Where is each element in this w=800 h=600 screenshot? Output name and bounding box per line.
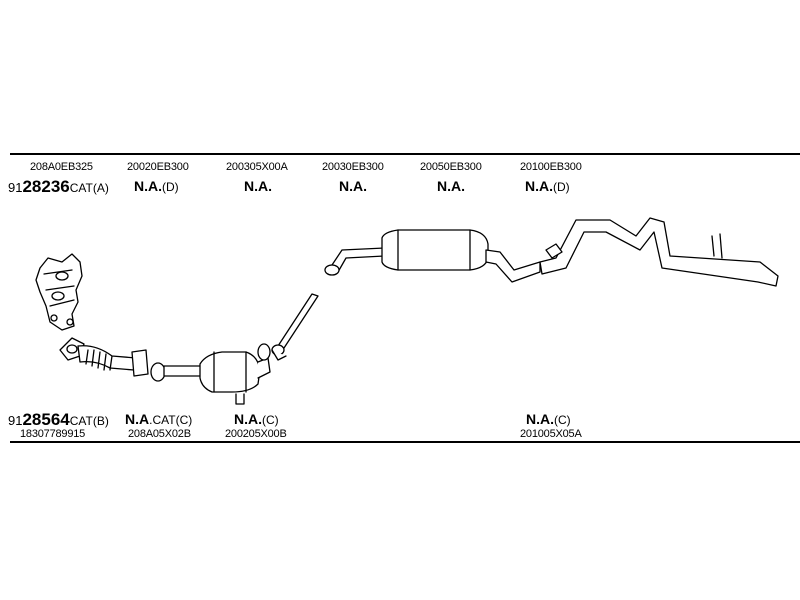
code-suffix: (D) bbox=[162, 180, 179, 194]
bottom-code[interactable]: N.A.(C) bbox=[526, 411, 571, 427]
bottom-code[interactable]: N.A.CAT(C) bbox=[125, 411, 192, 427]
top-code[interactable]: N.A.(D) bbox=[525, 178, 570, 194]
top-kit-code[interactable]: 9128236CAT(A) bbox=[8, 177, 109, 197]
top-code[interactable]: N.A. bbox=[244, 178, 272, 194]
bottom-code[interactable]: N.A.(C) bbox=[234, 411, 279, 427]
kit-prefix: 91 bbox=[8, 413, 23, 428]
kit-number: 28564 bbox=[22, 410, 70, 429]
top-part-number[interactable]: 20030EB300 bbox=[322, 161, 384, 173]
bottom-kit-code[interactable]: 9128564CAT(B) bbox=[8, 410, 109, 430]
code-suffix: (C) bbox=[262, 413, 279, 427]
bottom-part-number[interactable]: 18307789915 bbox=[20, 428, 86, 440]
code-main: N.A. bbox=[525, 178, 553, 194]
top-rule bbox=[10, 153, 800, 155]
bottom-rule bbox=[10, 441, 800, 443]
code-suffix: (D) bbox=[553, 180, 570, 194]
exhaust-manifold[interactable] bbox=[35, 253, 83, 331]
top-code[interactable]: N.A. bbox=[437, 178, 465, 194]
top-code[interactable]: N.A. bbox=[339, 178, 367, 194]
top-part-number[interactable]: 200305X00A bbox=[226, 161, 288, 173]
code-suffix: .CAT(C) bbox=[149, 413, 193, 427]
bottom-part-number[interactable]: 200205X00B bbox=[225, 428, 287, 440]
kit-prefix: 91 bbox=[8, 180, 23, 195]
code-main: N.A. bbox=[437, 178, 465, 194]
catalytic-converter[interactable] bbox=[199, 343, 271, 405]
code-main: N.A. bbox=[339, 178, 367, 194]
bottom-part-number[interactable]: 201005X05A bbox=[520, 428, 582, 440]
kit-suffix: CAT(A) bbox=[69, 181, 109, 195]
connecting-pipe[interactable] bbox=[131, 349, 207, 382]
tail-pipe[interactable] bbox=[539, 217, 779, 287]
code-main: N.A bbox=[125, 411, 150, 427]
code-suffix: (C) bbox=[554, 413, 571, 427]
top-part-number[interactable]: 208A0EB325 bbox=[30, 161, 93, 173]
top-part-number[interactable]: 20020EB300 bbox=[127, 161, 189, 173]
front-pipe[interactable] bbox=[59, 337, 137, 371]
rear-muffler[interactable] bbox=[324, 229, 541, 283]
code-main: N.A. bbox=[234, 411, 262, 427]
kit-number: 28236 bbox=[22, 177, 70, 196]
intermediate-pipe[interactable] bbox=[271, 293, 319, 361]
kit-suffix: CAT(B) bbox=[69, 414, 109, 428]
top-part-number[interactable]: 20100EB300 bbox=[520, 161, 582, 173]
bottom-part-number[interactable]: 208A05X02B bbox=[128, 428, 191, 440]
top-code[interactable]: N.A.(D) bbox=[134, 178, 179, 194]
code-main: N.A. bbox=[244, 178, 272, 194]
code-main: N.A. bbox=[134, 178, 162, 194]
code-main: N.A. bbox=[526, 411, 554, 427]
top-part-number[interactable]: 20050EB300 bbox=[420, 161, 482, 173]
